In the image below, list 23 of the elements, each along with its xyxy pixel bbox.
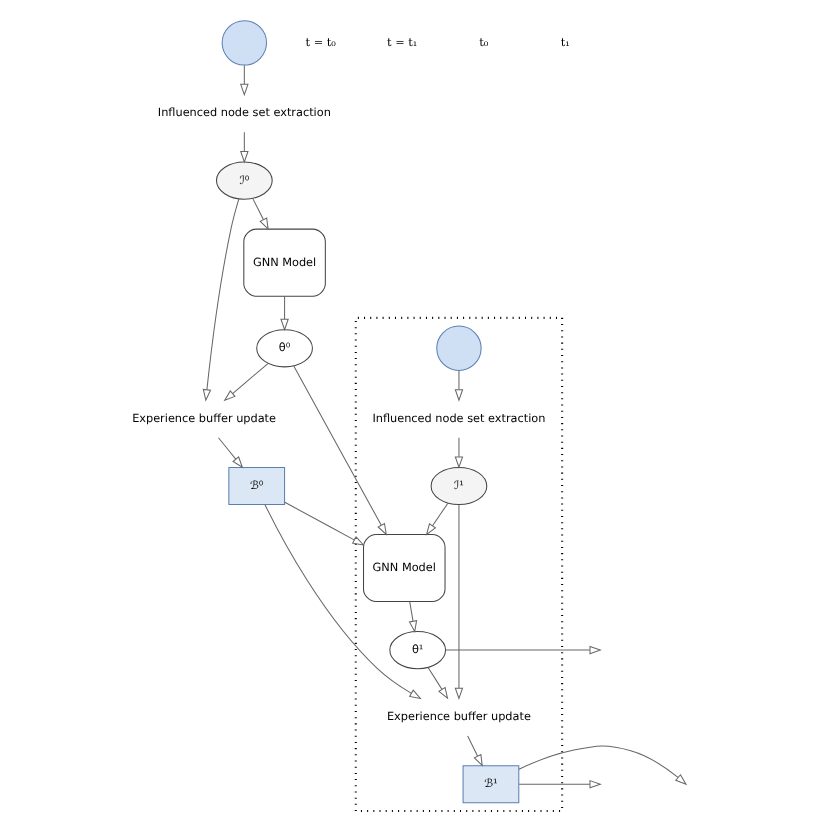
arrow	[217, 437, 244, 469]
arrow	[445, 645, 602, 655]
node-graph	[436, 325, 482, 371]
arrow	[284, 501, 365, 546]
arrow	[202, 198, 240, 402]
arrow	[425, 502, 449, 536]
arrow	[454, 370, 464, 402]
arrow	[264, 504, 422, 700]
node-graph	[221, 20, 268, 66]
arrow	[280, 295, 289, 332]
arrow	[252, 198, 269, 231]
arrow	[427, 667, 449, 700]
arrow	[240, 64, 249, 97]
arrow	[454, 504, 464, 701]
arrow	[454, 437, 464, 469]
arrow	[467, 735, 483, 767]
arrow	[518, 779, 602, 789]
arrow	[293, 365, 387, 536]
cluster	[354, 316, 564, 813]
arrow	[223, 363, 269, 402]
arrow	[518, 745, 688, 786]
arrow	[240, 131, 249, 164]
arrow	[408, 601, 418, 633]
